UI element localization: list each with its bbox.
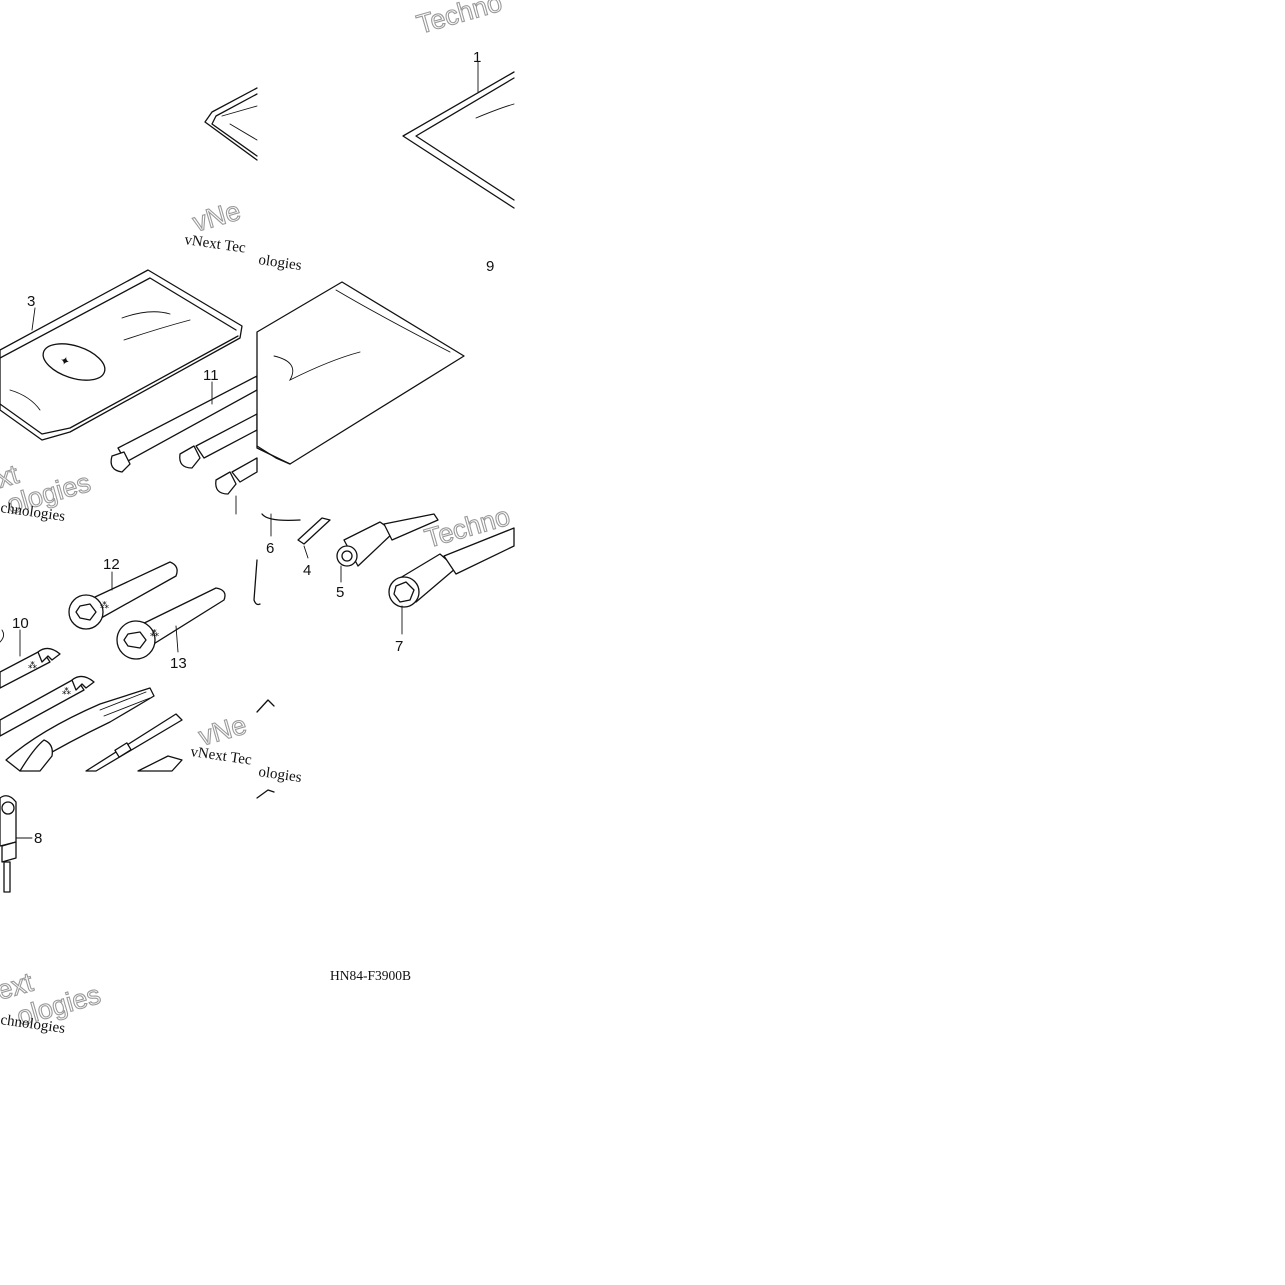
svg-text:⁂: ⁂ (62, 686, 71, 696)
part-label-12: 12 (103, 556, 120, 573)
part-label-6: 6 (266, 540, 274, 557)
leader-line-13 (175, 625, 179, 653)
svg-text:vNext Tec: vNext Tec (183, 232, 247, 256)
part-label-5: 5 (336, 584, 344, 601)
svg-text:⁂: ⁂ (100, 600, 109, 610)
spark-plug-wrench (0, 795, 17, 893)
watermark-left-upper: xt ologies chnologies (0, 458, 94, 525)
ring-wrench-13: ⁂ (116, 587, 226, 660)
part-label-11: 11 (203, 367, 219, 384)
open-end-wrench-10: ⁂ ⁂ (0, 629, 95, 737)
screwdriver-bit (297, 517, 331, 559)
bag-edge-tile11 (256, 789, 275, 799)
svg-text:vNext Tec: vNext Tec (189, 744, 253, 768)
watermark-bottom-left: ext ologies chnologies (0, 966, 104, 1037)
socket-wrench-7 (388, 527, 515, 635)
part-label-3: 3 (27, 293, 35, 310)
svg-text:ologies: ologies (257, 764, 302, 786)
svg-text:Techno: Techno (413, 0, 505, 40)
part-label-1: 1 (473, 49, 481, 66)
watermark-lower-middle: vNext Tec vNe ologies (189, 709, 302, 786)
part-label-13: 13 (170, 655, 187, 672)
part-label-8: 8 (34, 830, 42, 847)
part-label-9: 9 (486, 258, 494, 275)
screwdriver-handle-tile7 (85, 713, 183, 772)
part-label-10: 10 (12, 615, 29, 632)
watermark-top-right: Techno (413, 0, 506, 40)
drawing-code: HN84-F3900B (330, 968, 411, 983)
part-label-4: 4 (303, 562, 311, 579)
svg-text:ologies: ologies (257, 252, 302, 274)
ring-wrench-12: ⁂ (68, 561, 178, 630)
bag-corner-tile8 (253, 513, 301, 713)
svg-text:vNe: vNe (189, 196, 243, 238)
socket-wrench-5 (336, 513, 439, 583)
svg-text:⁂: ⁂ (150, 628, 159, 638)
open-end-wrench-pair (179, 413, 258, 515)
tool-bag-corner-top (204, 87, 258, 161)
svg-text:⁂: ⁂ (28, 660, 37, 670)
pliers (5, 687, 155, 772)
svg-text:✦: ✦ (58, 353, 72, 369)
owners-manual-bag (402, 71, 515, 209)
tool-bag: ✦ (0, 269, 243, 441)
leader-line-3 (31, 307, 36, 331)
parts-bag (256, 281, 465, 465)
svg-text:vNe: vNe (195, 710, 249, 752)
watermark-middle-left: vNext Tec vNe ologies (183, 195, 302, 274)
part-label-7: 7 (395, 638, 403, 655)
